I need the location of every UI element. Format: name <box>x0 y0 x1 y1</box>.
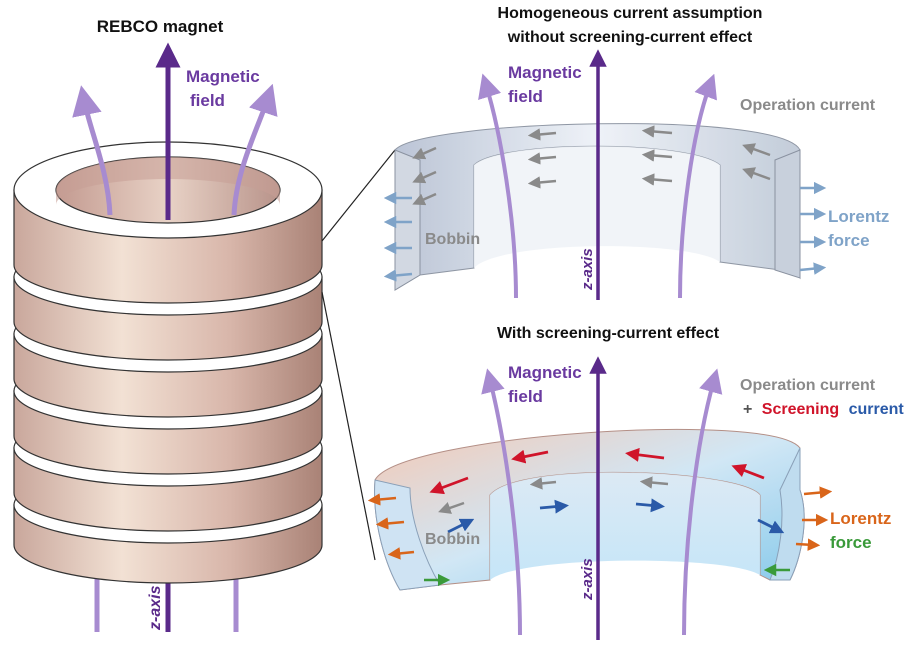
screening-title: With screening-current effect <box>497 325 720 342</box>
axis-label: z-axis <box>147 585 164 631</box>
field-line-right <box>231 83 278 216</box>
operation-current-bottom: Operation current <box>740 377 876 394</box>
operation-current-top: Operation current <box>740 97 876 114</box>
field-line-left-bottom <box>481 368 522 636</box>
field-label-top-2: field <box>508 87 543 106</box>
lorentz-top-1: Lorentz <box>828 207 889 226</box>
field-line-left <box>72 85 113 216</box>
screening-gray-arrows <box>438 476 669 514</box>
coil-stack <box>13 141 323 584</box>
screening-panel: With screening-current effect Magnetic f… <box>367 325 904 640</box>
field-label-bottom-1: Magnetic <box>508 363 582 382</box>
bobbin-bottom: Bobbin <box>425 531 480 548</box>
field-line-right-bottom <box>682 368 723 636</box>
lorentz-top-2: force <box>828 231 870 250</box>
axis-label-bottom: z-axis <box>579 558 596 601</box>
homogeneous-title-1: Homogeneous current assumption <box>498 5 763 22</box>
bobbin-top: Bobbin <box>425 231 480 248</box>
axis-label-top: z-axis <box>579 248 596 291</box>
field-label-bottom-2: field <box>508 387 543 406</box>
zoom-line-top <box>321 149 396 242</box>
homogeneous-panel: Homogeneous current assumption without s… <box>383 5 889 300</box>
lorentz-bottom-1: Lorentz <box>830 509 891 528</box>
operation-current-arrows <box>412 125 771 206</box>
current-word: current <box>849 401 905 418</box>
field-label-top-1: Magnetic <box>508 63 582 82</box>
zoom-line-bottom <box>321 291 376 561</box>
screening-current-legend: + Screening current <box>743 401 904 418</box>
field-label-2: field <box>190 91 225 110</box>
plus-sign: + <box>743 401 752 418</box>
rebco-magnet: REBCO magnet Magnetic field z-axis <box>13 17 323 632</box>
homogeneous-title-2: without screening-current effect <box>507 29 753 46</box>
magnet-title: REBCO magnet <box>97 17 224 36</box>
lorentz-bottom-2: force <box>830 533 872 552</box>
screening-word: Screening <box>762 401 839 418</box>
field-line-left-top <box>478 73 518 299</box>
field-label-1: Magnetic <box>186 67 260 86</box>
screening-blue-arrows <box>447 498 785 534</box>
lorentz-green-arrows <box>424 563 790 587</box>
screening-red-arrows <box>429 447 765 495</box>
lorentz-arrows-top <box>383 181 827 282</box>
field-line-right-top <box>678 73 717 299</box>
lorentz-orange-arrows <box>367 486 833 560</box>
